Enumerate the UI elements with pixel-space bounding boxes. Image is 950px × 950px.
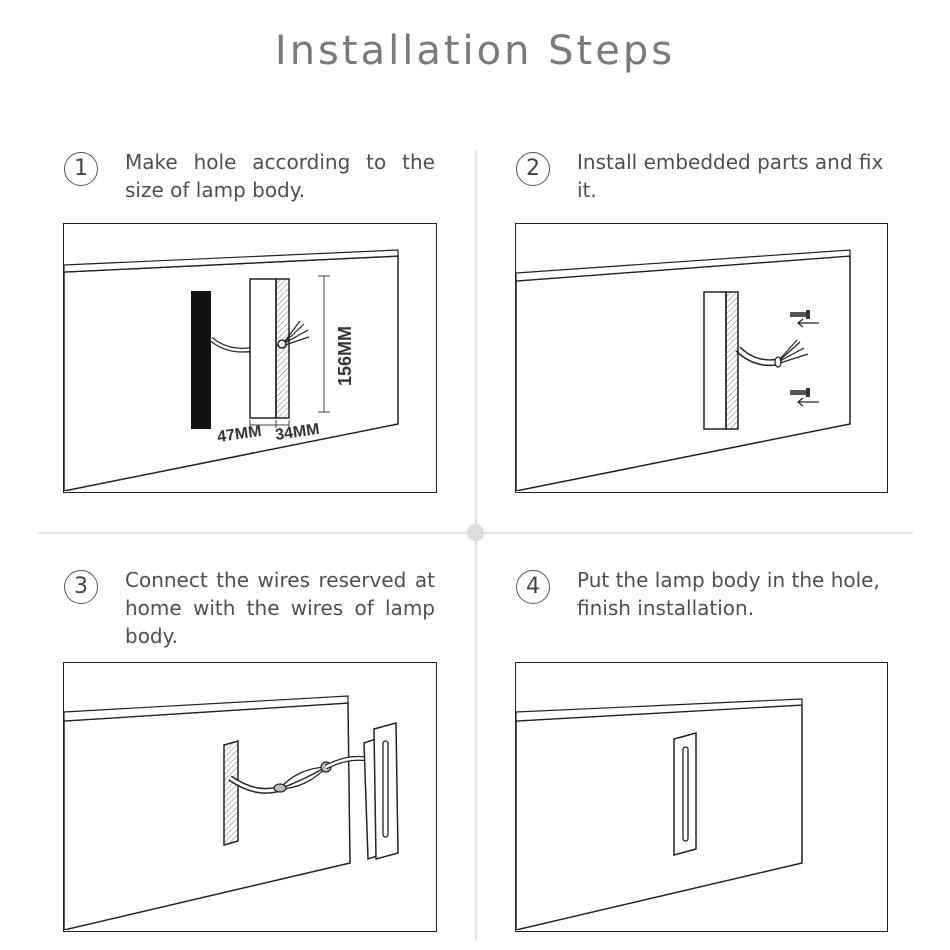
- page-title: Installation Steps: [274, 28, 676, 74]
- wall-panel: [64, 702, 351, 930]
- step-2-text: Install embedded parts and fix it.: [577, 150, 884, 202]
- step-3-text: Connect the wires reserved at home with …: [125, 568, 435, 648]
- width-dimension-label: 47MM: [216, 423, 262, 446]
- step-3-illustration: [63, 662, 437, 932]
- lamp-light-slot: [382, 740, 389, 838]
- step-1-number: 1: [64, 152, 98, 186]
- depth-dimension-label: 34MM: [274, 421, 320, 444]
- arrow-left-icon: [797, 397, 819, 407]
- step-4-illustration: [515, 662, 888, 932]
- vertical-divider: [475, 150, 477, 940]
- screw-icon: [790, 388, 810, 397]
- lamp-light-slot: [682, 746, 689, 842]
- step-2-number: 2: [516, 152, 550, 186]
- step-1-text: Make hole according to the size of lamp …: [125, 150, 435, 202]
- step-2-illustration: [515, 223, 888, 493]
- embedded-part-front: [703, 291, 727, 430]
- wire-bundle-icon: [779, 339, 809, 364]
- lamp-body-front: [249, 278, 277, 419]
- arrow-left-icon: [797, 318, 819, 328]
- height-dimension-label: 156MM: [335, 326, 355, 386]
- embedded-part: [223, 740, 239, 846]
- step-4-number: 4: [516, 570, 550, 604]
- step-1-illustration: 156MM 47MM 34MM: [63, 223, 437, 493]
- step-3-number: 3: [64, 570, 98, 604]
- step-4-text: Put the lamp body in the hole, finish in…: [577, 568, 880, 620]
- divider-center-dot: [467, 524, 484, 541]
- wire-connection: [228, 755, 377, 794]
- wire-bundle-icon: [284, 320, 310, 346]
- screw-icon: [790, 310, 810, 319]
- hole-cutout: [191, 291, 211, 429]
- wall-panel: [516, 255, 851, 491]
- wall-panel: [516, 704, 803, 930]
- embedded-part-side: [725, 291, 739, 430]
